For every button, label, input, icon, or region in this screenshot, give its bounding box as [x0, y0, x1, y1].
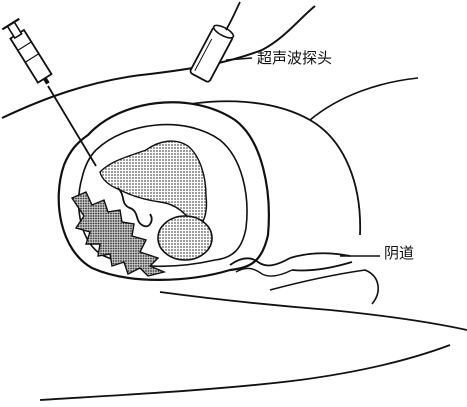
syringe	[2, 19, 96, 166]
ultrasound-probe	[189, 2, 240, 83]
probe-cable	[226, 2, 240, 30]
back-contour	[310, 78, 418, 120]
thigh-contour	[160, 292, 467, 330]
probe-label: 超声波探头	[257, 51, 332, 66]
probe-leader-line	[226, 58, 252, 60]
cervix-canal	[236, 268, 292, 276]
vagina-label: 阴道	[384, 246, 414, 261]
buttock-contour	[40, 345, 450, 400]
perineum-contour	[270, 270, 378, 304]
vagina-lower-wall	[292, 262, 352, 271]
fetal-head	[158, 216, 212, 260]
